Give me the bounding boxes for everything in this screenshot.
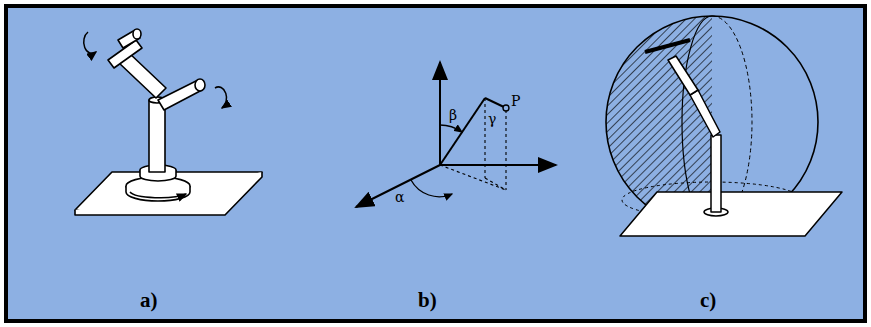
angle-gamma: γ: [488, 112, 496, 126]
point-p: [503, 105, 509, 111]
rotation-arrows: [84, 32, 227, 198]
angle-alpha: α: [395, 190, 404, 204]
coordinate-axes: [356, 62, 556, 207]
point-label: P: [511, 94, 520, 108]
panel-caption: b): [418, 290, 437, 311]
angle-beta: β: [449, 108, 457, 122]
angle-arcs: [411, 125, 462, 197]
projection-lines: [440, 98, 506, 190]
robot-in-sphere: [620, 40, 842, 236]
panel-caption: c): [700, 290, 716, 311]
robot-arm: [75, 29, 262, 215]
panel-caption: a): [140, 290, 158, 311]
